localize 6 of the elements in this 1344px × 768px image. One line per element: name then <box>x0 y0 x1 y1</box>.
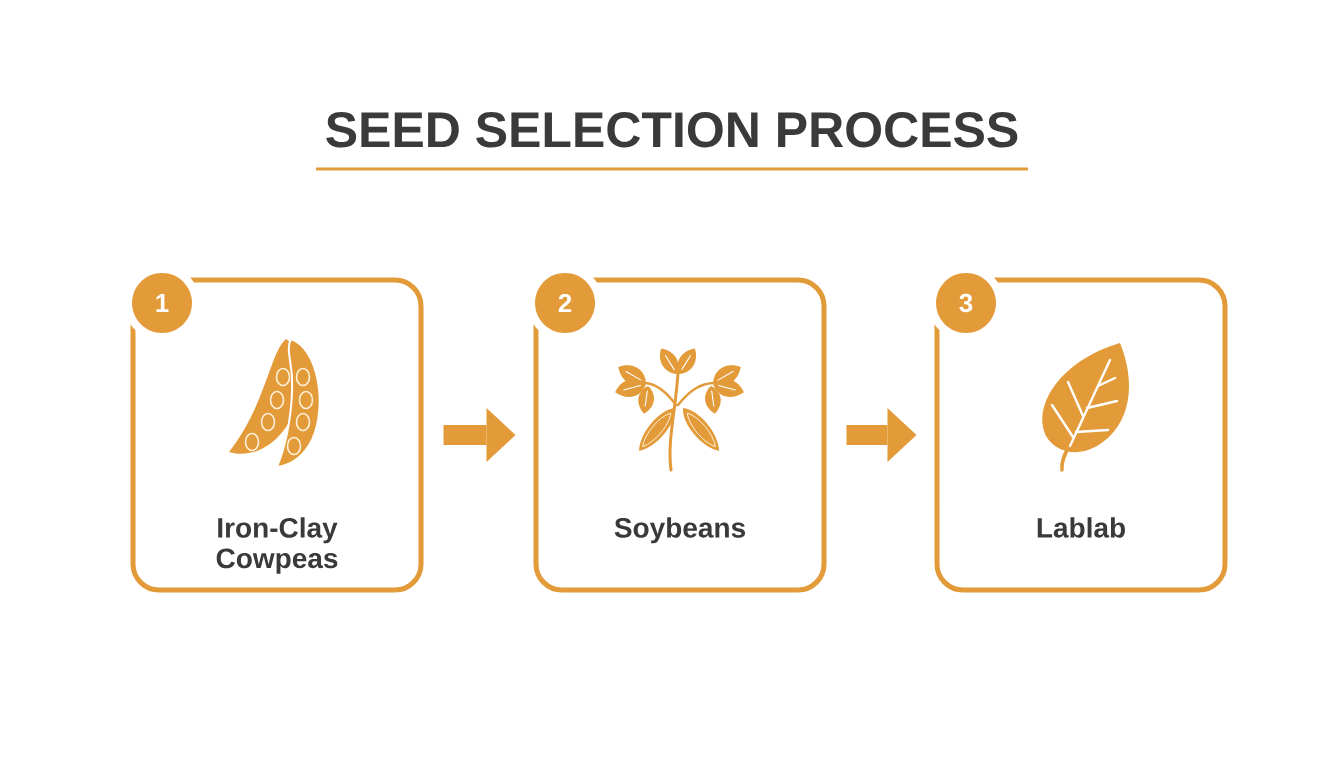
step-number-badge: 1 <box>132 273 192 333</box>
title: SEED SELECTION PROCESS <box>326 112 1018 148</box>
step-number-badge: 2 <box>535 273 595 333</box>
arrow <box>846 408 917 462</box>
step-number-badge: 3 <box>936 273 996 333</box>
arrow <box>443 408 516 462</box>
